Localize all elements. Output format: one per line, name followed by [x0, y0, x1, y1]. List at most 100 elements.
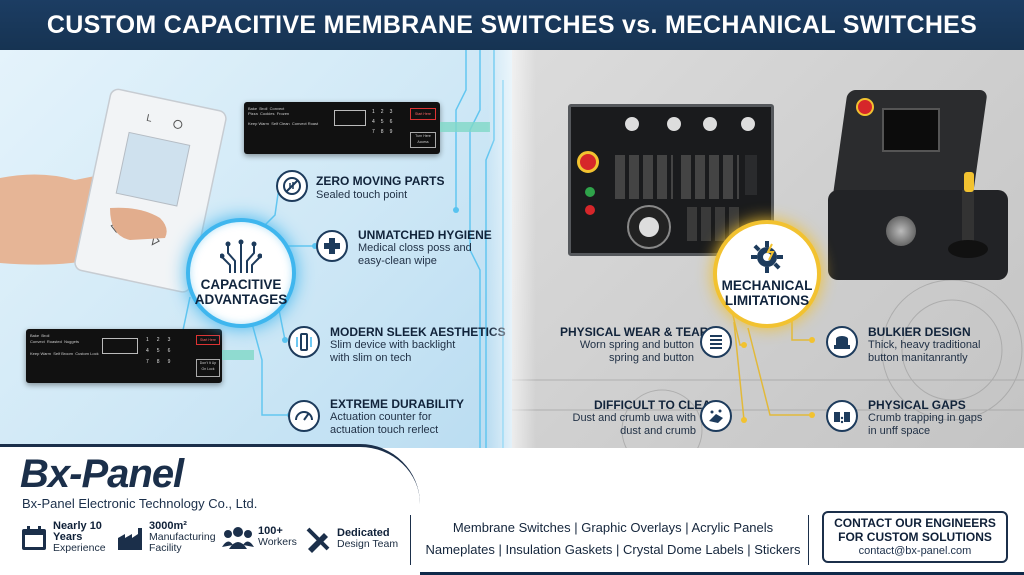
joystick-console-image [820, 80, 1020, 280]
stat-label: Design Team [337, 538, 399, 550]
contact-box[interactable]: CONTACT OUR ENGINEERS FOR CUSTOM SOLUTIO… [822, 511, 1008, 563]
knob [703, 117, 717, 131]
membrane-panel-top: Bake Broil Convect Pizza Cookies Frozen … [244, 102, 440, 154]
green-button [585, 187, 595, 197]
stat-label: Experience [53, 542, 106, 554]
product-line-2: Nameplates | Insulation Gaskets | Crysta… [425, 542, 801, 557]
panel-key: 1 [372, 109, 381, 115]
panel-key: 8 [156, 359, 168, 365]
feature-desc: Sealed touch point [316, 189, 408, 201]
joystick-shaft [962, 190, 974, 250]
feature-title: DIFFICULT TO CLEAN [594, 398, 720, 412]
feature-title: BULKIER DESIGN [868, 325, 971, 339]
panel-key: 7 [146, 359, 157, 365]
feature-title: PHYSICAL GAPS [868, 398, 966, 412]
knob [667, 117, 681, 131]
stat-value: Nearly 10 [53, 520, 102, 532]
spring-icon [700, 326, 732, 358]
company-name: Bx-Panel Electronic Technology Co., Ltd. [22, 496, 258, 511]
key-grid-left [615, 155, 673, 199]
hub-label-line2: ADVANTAGES [194, 292, 288, 307]
console-screen [882, 108, 940, 152]
panel-label: Broil [41, 333, 50, 338]
feature-desc-line: Actuation counter for [330, 411, 432, 423]
panel-label: Self Clean [271, 121, 290, 126]
stat-value: 100+ [258, 525, 283, 537]
stat-value: 3000m² [149, 520, 187, 532]
panel-label: Nuggets [64, 339, 79, 344]
feature-desc-line: Crumb trapping in gaps [868, 412, 983, 424]
feature-desc-line: dust and crumb [620, 425, 696, 437]
feature-title: UNMATCHED HYGIENE [358, 228, 492, 242]
hub-label-line2: LIMITATIONS [724, 293, 810, 308]
tools-icon [306, 527, 330, 553]
panel-key: 1 [146, 337, 157, 343]
gap-icon [826, 400, 858, 432]
panel-label: Bake [248, 106, 258, 111]
feature-desc-line: in unff space [868, 425, 931, 437]
panel-label: Keep Warm [30, 351, 51, 356]
feature-desc-line: Worn spring and button [579, 339, 694, 351]
panel-lock-key: Don't It Up On Lock [196, 359, 220, 377]
panel-key: 5 [156, 348, 168, 354]
stat-value: Dedicated [337, 527, 390, 539]
panel-key: 6 [389, 119, 399, 125]
feature-desc-line: Medical closs poss and [358, 242, 472, 254]
ribbon-cable-top [440, 122, 490, 132]
capacitive-advantages-hub: CAPACITIVE ADVANTAGES [186, 218, 296, 328]
panel-key: 8 [380, 129, 390, 135]
feature-desc-line: spring and button [608, 352, 694, 364]
no-touch-icon [276, 170, 308, 202]
feature-title: EXTREME DURABILITY [330, 397, 465, 411]
feature-title: PHYSICAL WEAR & TEAR [560, 325, 709, 339]
feature-desc-line: Thick, heavy traditional [868, 339, 981, 351]
panel-label: Pizza [248, 111, 258, 116]
panel-label: Keep Warm [248, 121, 269, 126]
panel-key: 6 [167, 348, 179, 354]
panel-label: Bake [30, 333, 40, 338]
hub-label-line1: MECHANICAL [721, 278, 813, 293]
brand-panel [0, 444, 420, 575]
gauge-icon [288, 400, 320, 432]
medical-cross-icon [316, 230, 348, 262]
people-icon [222, 527, 254, 549]
panel-label: Convect [30, 339, 45, 344]
section-divider [488, 50, 536, 448]
page-header: CUSTOM CAPACITIVE MEMBRANE SWITCHES vs. … [0, 0, 1024, 50]
footer-divider [808, 515, 809, 565]
panel-label: Self Broom [53, 351, 73, 356]
stat-label: Workers [258, 536, 297, 548]
panel-label: Cookies [260, 111, 275, 116]
panel-key: 4 [146, 348, 157, 354]
feature-desc-line: with slim on tech [330, 352, 412, 364]
feature-desc-line: actuation touch rerlect [330, 424, 439, 436]
product-list: Membrane Switches | Graphic Overlays | A… [423, 517, 803, 561]
panel-start-key: Start Here [410, 108, 436, 120]
panel-key: 5 [380, 119, 390, 125]
mechanical-limitations-hub: MECHANICAL LIMITATIONS [713, 220, 821, 328]
panel-label: Convect [269, 106, 285, 111]
calendar-icon [22, 525, 46, 550]
joystick-handle [964, 172, 974, 192]
broken-gear-icon [751, 241, 783, 273]
mechanical-section: MECHANICAL LIMITATIONS PHYSICAL WEAR & T… [512, 50, 1024, 448]
panel-key: 7 [372, 129, 381, 135]
key-grid-right [681, 155, 739, 199]
contact-email-link[interactable]: contact@bx-panel.com [858, 545, 972, 557]
panel-key: 3 [389, 109, 399, 115]
panel-access-key: Turn Here Access [410, 132, 436, 148]
membrane-panel-bottom: Bake Broil Convect Roasted Nuggets Keep … [26, 329, 222, 383]
panel-label: Custom Lock [75, 351, 99, 356]
joystick-base [948, 240, 988, 258]
stat-value: Years [53, 531, 83, 543]
feature-desc-line: button manitanrantly [868, 352, 968, 364]
